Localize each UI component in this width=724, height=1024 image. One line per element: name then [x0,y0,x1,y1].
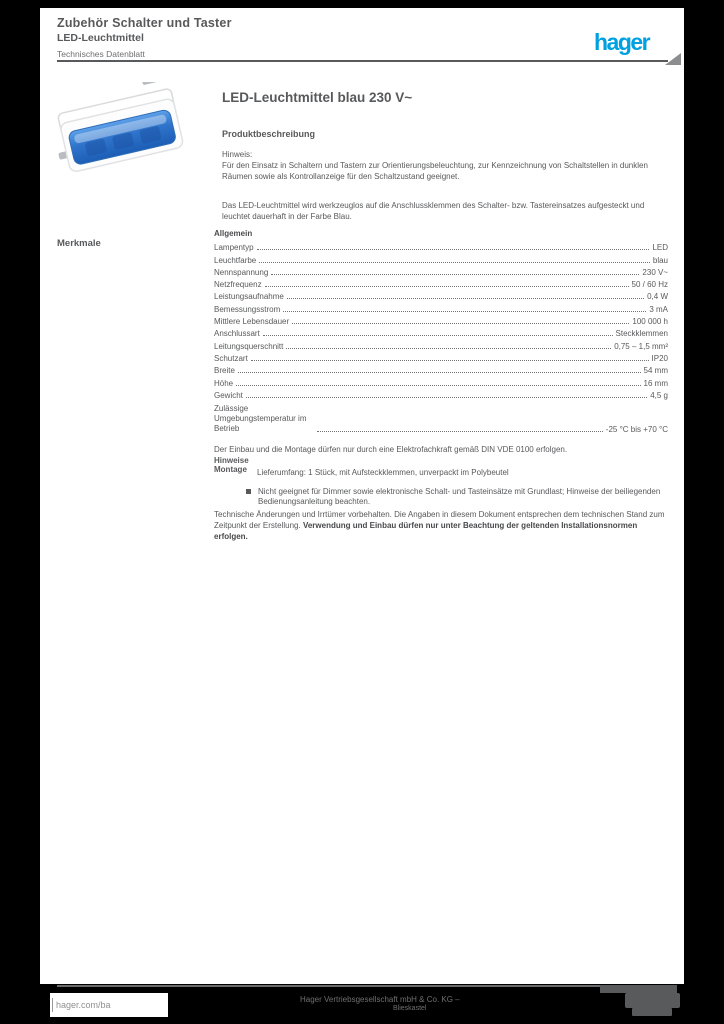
spec-value: 0,75 – 1,5 mm² [614,341,668,351]
header-divider [57,60,668,62]
spec-label: Anschlussart [214,329,260,339]
dot-leader [256,249,650,251]
description-paragraph-1: Für den Einsatz in Schaltern und Tastern… [222,161,648,181]
bullet-icon [246,489,251,494]
description-intro-label: Hinweis: [222,150,253,159]
spec-row: Bemessungsstrom 3 mA [214,301,668,314]
footer-divider-right [600,985,677,993]
spec-row: Anschlussart Steckklemmen [214,326,668,338]
header-family: LED-Leuchtmittel [57,32,144,44]
dot-leader [292,323,630,325]
note-bullet-item: Nicht geeignet für Dimmer sowie elektron… [246,487,668,507]
spec-label: Lampentyp [214,243,254,253]
closing-paragraph: Technische Änderungen und Irrtümer vorbe… [214,509,668,542]
spec-value: 4,5 g [650,390,668,400]
spec-label: Gewicht [214,390,243,400]
spec-value: LED [652,243,668,253]
spec-label: Mittlere Lebensdauer [214,317,290,327]
spec-row: Leitungsquerschnitt 0,75 – 1,5 mm² [214,338,668,351]
spec-value: 230 V~ [642,267,668,277]
spec-value: 16 mm [643,378,668,388]
footer-divider [57,985,640,987]
closing-text-1: Technische Änderungen und Irrtümer vorbe… [214,510,665,530]
spec-row: Netzfrequenz 50 / 60 Hz [214,277,668,289]
spec-row: Schutzart IP20 [214,351,668,363]
spec-label: Leuchtfarbe [214,255,257,265]
dot-leader [286,347,612,349]
note-installation: Der Einbau und die Montage dürfen nur du… [214,445,568,454]
spec-value: 0,4 W [647,292,668,302]
spec-value: 54 mm [643,366,668,376]
dot-leader [250,359,649,361]
header-category: Zubehör Schalter und Taster [57,16,232,30]
note-scope-of-delivery: Lieferumfang: 1 Stück, mit Aufsteckklemm… [257,468,509,477]
spec-label: Breite [214,366,235,376]
spec-label: Leistungsaufnahme [214,292,284,302]
closing-text-2: Verwendung und Einbau dürfen nur unter B… [214,521,638,541]
footer-url-box: hager.com/ba [50,993,168,1017]
footer-location: Blieskastel [393,1005,427,1012]
spec-row: Leistungsaufnahme 0,4 W [214,289,668,301]
spec-label: Zulässige Umgebungstemperatur im Betrieb [214,404,307,433]
spec-row: Breite 54 mm [214,363,668,375]
dot-leader [286,298,645,300]
specs-section-title: Allgemein [214,229,253,238]
spec-row: Mittlere Lebensdauer 100 000 h [214,314,668,326]
spec-row-temperature: Zulässige Umgebungstemperatur im Betrieb… [214,404,668,434]
spec-label: Höhe [214,378,234,388]
footer-url-link[interactable]: hager.com/ba [56,1000,111,1010]
header-doc-type: Technisches Datenblatt [57,49,145,59]
spec-row: Leuchtfarbe blau [214,252,668,265]
product-image-led-module [54,73,192,190]
dot-leader [271,273,640,275]
spec-label: Netzfrequenz [214,280,262,290]
spec-label: Leitungsquerschnitt [214,341,284,351]
footer-brand-mark-small-icon [632,1008,672,1016]
spec-row: Gewicht 4,5 g [214,388,668,400]
bullet-text: Nicht geeignet für Dimmer sowie elektron… [258,487,661,506]
dot-leader [262,335,613,337]
description-heading: Produktbeschreibung [222,129,316,139]
spec-value: Steckklemmen [615,329,668,339]
spec-row: Lampentyp LED [214,240,668,252]
footer-brand-mark-icon [625,993,680,1008]
sidebar-section-label: Merkmale [57,238,101,249]
dot-leader [317,431,603,432]
spec-value: 3 mA [649,304,668,314]
url-separator-icon [52,998,53,1012]
dot-leader [259,261,650,263]
spec-value: 50 / 60 Hz [631,280,668,290]
spec-label: Bemessungsstrom [214,304,281,314]
hager-logo: hager [594,29,651,55]
dot-leader [237,372,641,374]
dot-leader [264,286,629,288]
footer-company: Hager Vertriebsgesellschaft mbH & Co. KG… [300,995,460,1004]
spec-value: 100 000 h [632,317,668,327]
specs-table: Lampentyp LED Leuchtfarbe blau Nennspann… [214,240,668,400]
spec-row: Höhe 16 mm [214,375,668,388]
spec-label: Schutzart [214,353,248,363]
product-title: LED-Leuchtmittel blau 230 V~ [222,90,413,105]
pin-right-icon [141,73,167,85]
dot-leader [283,310,647,312]
spec-row: Nennspannung 230 V~ [214,265,668,277]
spec-value: -25 °C bis +70 °C [605,425,668,434]
notes-section-label: Hinweise Montage [214,456,249,474]
dot-leader [236,384,641,386]
spec-label: Nennspannung [214,267,269,277]
spec-value: IP20 [651,353,668,363]
spec-value: blau [652,255,668,265]
description-paragraph-2: Das LED-Leuchtmittel wird werkzeuglos au… [222,201,645,221]
dot-leader [245,396,648,398]
page-background [40,8,684,986]
